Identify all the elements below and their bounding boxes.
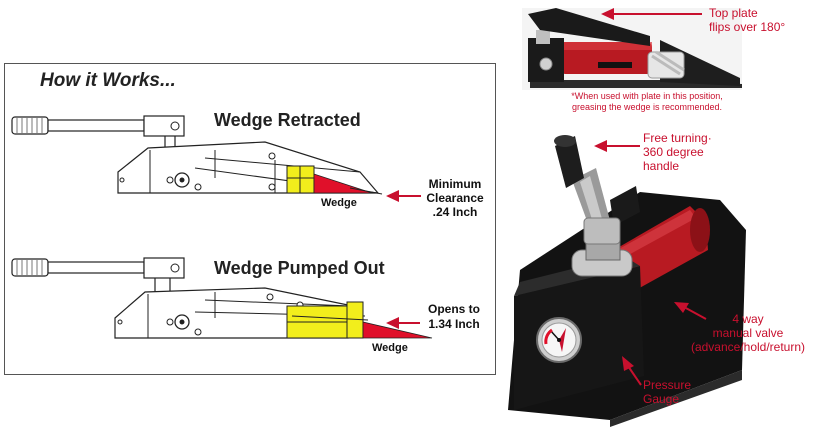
flipped-plate: [528, 8, 650, 46]
valve-callout: 4 way manual valve (advance/hold/return): [690, 312, 806, 354]
handle-arrow: [594, 140, 607, 152]
wedge-label-retracted: Wedge: [321, 197, 357, 209]
valve-arrow: [674, 302, 689, 313]
opens-arrow: [386, 317, 399, 329]
grease-note: *When used with plate in this position, …: [571, 91, 723, 112]
handle-grip: [555, 136, 584, 188]
top-plate-arrow: [601, 8, 614, 20]
wedge-pumped-heading: Wedge Pumped Out: [214, 258, 385, 278]
handle-callout: Free turning· 360 degree handle: [643, 131, 712, 173]
wedge-retracted-heading: Wedge Retracted: [214, 110, 361, 130]
clearance-arrow: [386, 190, 399, 202]
gauge-arrow: [622, 356, 634, 371]
how-it-works-title: How it Works...: [40, 70, 176, 91]
opens-to-label: Opens to 1.34 Inch: [427, 302, 480, 331]
wedge-label-pumped: Wedge: [372, 342, 408, 354]
wedge-red-pumped: [362, 321, 433, 339]
wedge-red-retracted: [313, 173, 373, 194]
how-it-works-panel: [4, 63, 496, 375]
minimum-clearance-label: Minimum Clearance .24 Inch: [426, 177, 484, 219]
top-plate-callout: Top plate flips over 180°: [709, 6, 786, 34]
gauge-callout: Pressure Gauge: [643, 378, 692, 406]
